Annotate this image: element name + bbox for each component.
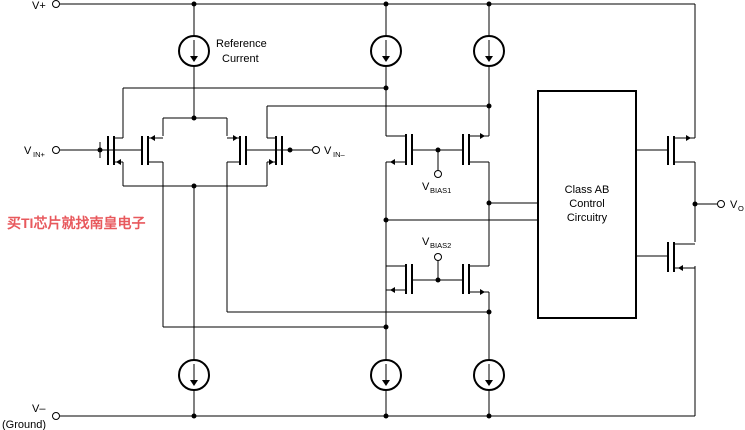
- v-minus-rail: [52, 266, 696, 420]
- class-ab-label-3: Circuitry: [567, 212, 608, 224]
- current-source-bottom-1: [178, 186, 210, 416]
- class-ab-label-1: Class AB: [565, 184, 610, 196]
- vbias2-subscript: BIAS2: [430, 241, 451, 250]
- watermark-text: 买TI芯片就找南皇电子: [7, 215, 145, 231]
- vin-plus-subscript: IN+: [33, 150, 46, 159]
- current-label: Current: [222, 53, 259, 65]
- vin-plus-terminal: [52, 146, 60, 154]
- vin-minus-label: V: [324, 145, 332, 157]
- vin-minus-subscript: IN–: [333, 150, 346, 159]
- v-plus-label: V+: [32, 0, 46, 12]
- current-source-reference: [178, 4, 210, 118]
- vbias1-subscript: BIAS1: [430, 186, 451, 195]
- reference-label: Reference: [216, 38, 267, 50]
- vo-label: V: [730, 199, 738, 211]
- cascode-lower: [386, 253, 489, 295]
- vo-subscript: O: [738, 204, 744, 213]
- v-minus-label: V–: [32, 403, 46, 415]
- vin-plus-label: V: [24, 145, 32, 157]
- class-ab-label-2: Control: [569, 198, 604, 210]
- vbias2-label: V: [422, 236, 430, 248]
- current-source-top-3: [473, 4, 505, 136]
- current-source-bottom-2: [370, 290, 402, 416]
- current-source-top-2: [370, 4, 402, 136]
- cascode-upper: [385, 133, 490, 290]
- vin-minus-terminal: [312, 146, 320, 154]
- ground-label: (Ground): [2, 419, 46, 430]
- class-ab-control-block: [537, 90, 637, 319]
- input-stage: [60, 87, 489, 328]
- output-stage: [636, 120, 725, 272]
- vbias1-label: V: [422, 181, 430, 193]
- current-source-bottom-3: [473, 292, 505, 416]
